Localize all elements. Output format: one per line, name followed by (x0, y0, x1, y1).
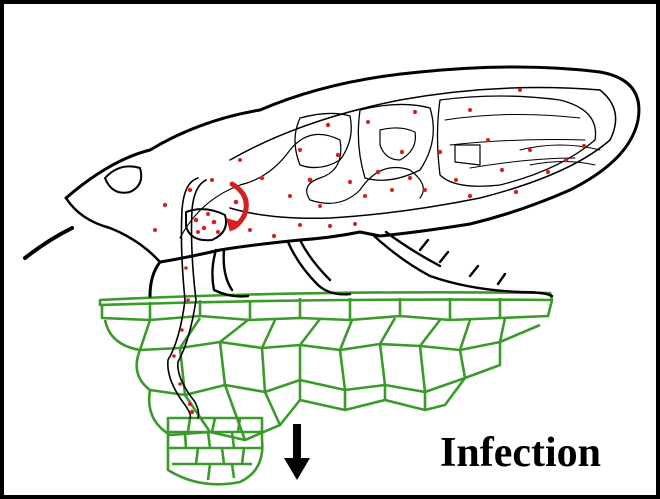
leafhopper-outline-icon (25, 67, 639, 418)
body-outline (66, 67, 639, 296)
mesophyll-cells (105, 320, 540, 350)
middle-leg (288, 240, 350, 294)
down-arrow-icon (284, 424, 310, 480)
hind-leg (372, 232, 552, 296)
epidermis-layer (100, 292, 552, 305)
eye (105, 166, 141, 192)
front-leg (212, 250, 248, 296)
antenna (25, 228, 72, 258)
vascular-bundle (168, 418, 262, 484)
infection-caption: Infection (440, 432, 601, 474)
curved-red-arrow-icon (226, 184, 246, 232)
